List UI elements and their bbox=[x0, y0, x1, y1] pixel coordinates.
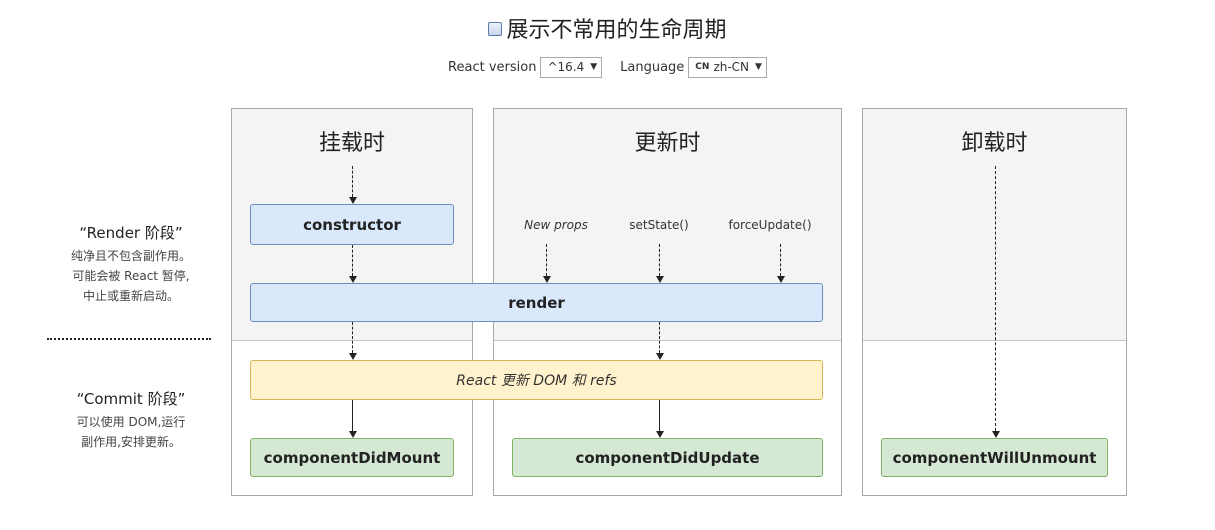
language-value: zh-CN bbox=[713, 60, 750, 74]
arrowhead bbox=[656, 431, 664, 438]
show-uncommon-lifecycles-checkbox[interactable] bbox=[488, 22, 503, 36]
arrowhead bbox=[543, 276, 551, 283]
chevron-down-icon: ▼ bbox=[755, 62, 762, 72]
trigger-set-state: setState() bbox=[629, 218, 689, 232]
chevron-down-icon: ▼ bbox=[590, 62, 598, 72]
controls-row: React version ^16.4 ▼ Language CN zh-CN … bbox=[0, 56, 1215, 78]
language-select[interactable]: CN zh-CN ▼ bbox=[688, 56, 767, 78]
arrowhead bbox=[777, 276, 785, 283]
cn-flag-icon: CN bbox=[695, 62, 710, 72]
render-phase-title: “Render 阶段” bbox=[79, 224, 183, 242]
react-version-label: React version bbox=[448, 59, 537, 75]
trigger-force-update: forceUpdate() bbox=[728, 218, 812, 232]
arrow-dom-to-did-update bbox=[659, 400, 660, 431]
component-did-mount-box: componentDidMount bbox=[250, 438, 454, 477]
constructor-box: constructor bbox=[250, 204, 454, 245]
phase-divider bbox=[47, 338, 211, 340]
commit-phase-desc-2: 副作用,安排更新。 bbox=[81, 435, 181, 449]
unmount-column-render-area bbox=[863, 109, 1126, 341]
unmount-column-title: 卸载时 bbox=[961, 131, 1028, 156]
arrowhead bbox=[349, 276, 357, 283]
language-label: Language bbox=[620, 59, 685, 75]
update-column-title: 更新时 bbox=[634, 131, 701, 156]
arrowhead bbox=[656, 276, 664, 283]
trigger-new-props: New props bbox=[524, 218, 588, 232]
arrow-force-update-to-render bbox=[780, 244, 781, 276]
render-box: render bbox=[250, 283, 823, 322]
arrowhead bbox=[349, 353, 357, 360]
arrowhead bbox=[349, 431, 357, 438]
component-did-update-box: componentDidUpdate bbox=[512, 438, 823, 477]
render-phase-desc-3: 中止或重新启动。 bbox=[82, 289, 179, 303]
commit-phase-desc-1: 可以使用 DOM,运行 bbox=[76, 415, 186, 429]
component-will-unmount-box: componentWillUnmount bbox=[881, 438, 1108, 477]
arrowhead bbox=[656, 353, 664, 360]
arrowhead bbox=[349, 197, 357, 204]
arrow-unmount-to-will-unmount bbox=[995, 166, 996, 431]
mount-column-title: 挂载时 bbox=[318, 131, 385, 156]
react-updates-dom-box: React 更新 DOM 和 refs bbox=[250, 360, 823, 400]
commit-phase-title: “Commit 阶段” bbox=[76, 390, 186, 408]
arrow-new-props-to-render bbox=[546, 244, 547, 276]
arrow-render-to-dom-update bbox=[659, 322, 660, 353]
arrow-set-state-to-render bbox=[659, 244, 660, 276]
arrow-dom-to-did-mount bbox=[352, 400, 353, 431]
render-phase-desc-2: 可能会被 React 暂停, bbox=[72, 269, 190, 283]
arrow-render-to-dom-mount bbox=[352, 322, 353, 353]
header-title-row: 展示不常用的生命周期 bbox=[0, 12, 1215, 44]
arrowhead bbox=[992, 431, 1000, 438]
arrow-mount-to-constructor bbox=[352, 166, 353, 197]
react-version-select[interactable]: ^16.4 ▼ bbox=[540, 56, 603, 78]
arrow-constructor-to-render bbox=[352, 245, 353, 276]
render-phase-desc-1: 纯净且不包含副作用。 bbox=[70, 249, 191, 263]
react-version-value: ^16.4 bbox=[547, 60, 585, 74]
page-title: 展示不常用的生命周期 bbox=[506, 18, 727, 43]
